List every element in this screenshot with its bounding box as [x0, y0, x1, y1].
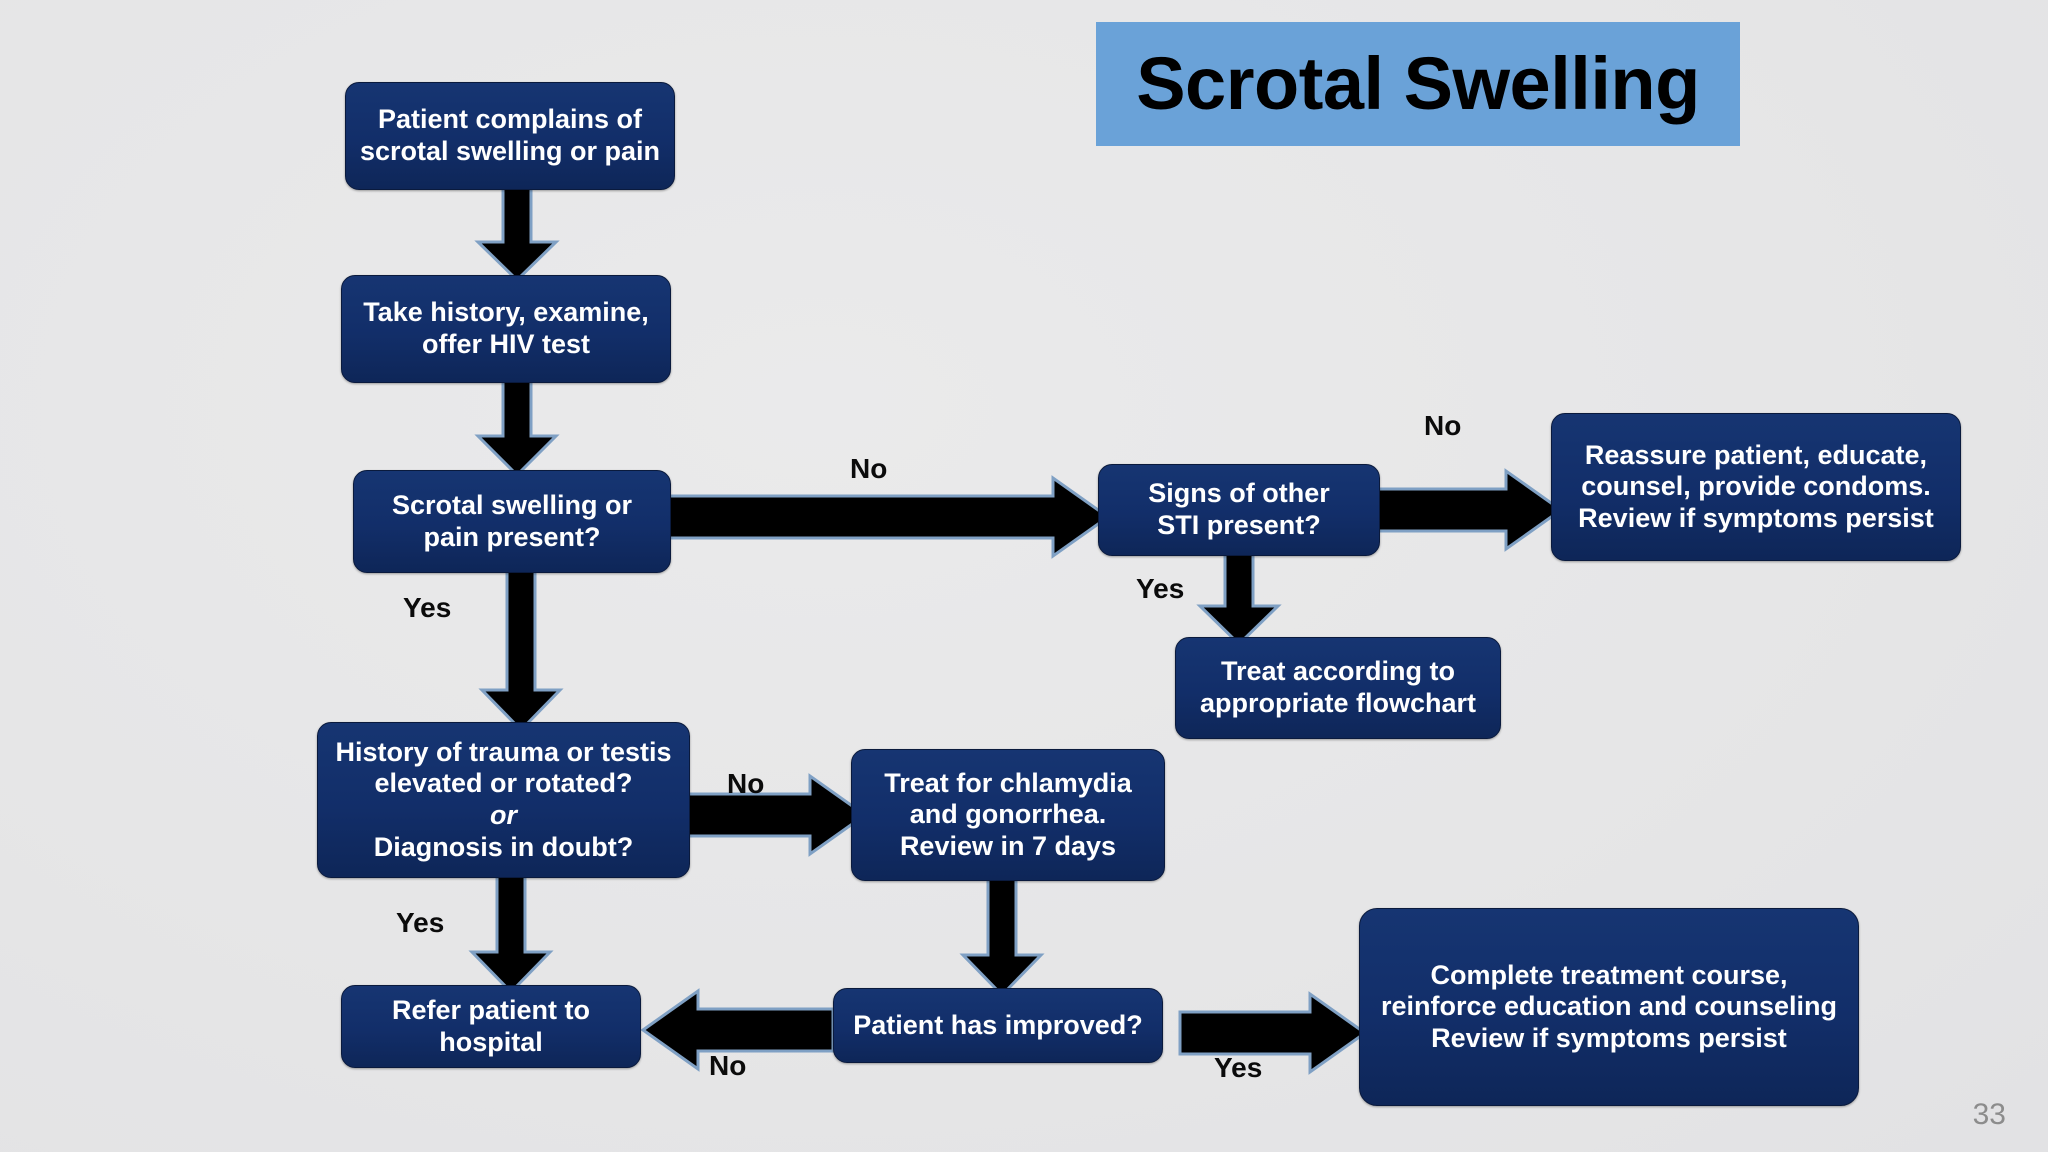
node-refer-hospital-line1: Refer patient to	[391, 994, 591, 1025]
edge-label-trauma-no: No	[727, 768, 765, 799]
slide-number: 33	[1972, 1098, 2006, 1131]
node-sti-signs: Signs of other STI present?	[1098, 464, 1380, 556]
node-treat-chlamydia-line3: Review in 7 days	[899, 830, 1117, 861]
node-swelling-present-line2: pain present?	[423, 521, 601, 552]
node-treat-flowchart-line1: Treat according to	[1220, 656, 1456, 687]
node-complete-treatment-line2: reinforce education and counseling	[1380, 991, 1838, 1022]
arrow-swelling-no-to-sti	[666, 475, 1111, 559]
node-treat-chlamydia-line1: Treat for chlamydia	[884, 767, 1132, 798]
node-treat-chlamydia: Treat for chlamydia and gonorrhea. Revie…	[851, 749, 1165, 881]
edge-label-swelling-no: No	[850, 453, 888, 484]
node-sti-signs-line1: Signs of other	[1148, 478, 1330, 509]
node-take-history: Take history, examine, offer HIV test	[341, 275, 671, 383]
arrow-chlamydia-to-improved	[959, 875, 1045, 998]
edge-label-improved-no: No	[709, 1050, 747, 1081]
node-refer-hospital-line2: hospital	[439, 1026, 543, 1057]
node-reassure-patient-line3: Review if symptoms persist	[1578, 502, 1934, 533]
node-complete-treatment-line3: Review if symptoms persist	[1431, 1022, 1787, 1053]
edge-label-swelling-yes: Yes	[403, 592, 452, 623]
node-patient-improved: Patient has improved?	[833, 988, 1163, 1063]
node-swelling-present: Scrotal swelling or pain present?	[353, 470, 671, 573]
node-complete-treatment-line1: Complete treatment course,	[1430, 959, 1788, 990]
arrow-trauma-yes-to-refer	[468, 872, 554, 995]
node-swelling-present-line1: Scrotal swelling or	[391, 489, 633, 520]
arrow-history-to-swelling	[474, 377, 560, 478]
node-history-trauma: History of trauma or testis elevated or …	[317, 722, 690, 878]
arrow-swelling-yes-to-trauma	[478, 566, 564, 733]
node-patient-complains-line2: scrotal swelling or pain	[359, 136, 661, 166]
node-treat-flowchart: Treat according to appropriate flowchart	[1175, 637, 1501, 739]
node-reassure-patient: Reassure patient, educate, counsel, prov…	[1551, 413, 1961, 561]
title-banner: Scrotal Swelling	[1096, 22, 1740, 146]
edge-label-improved-yes: Yes	[1214, 1052, 1263, 1083]
node-patient-improved-line1: Patient has improved?	[853, 1009, 1143, 1040]
node-sti-signs-line2: STI present?	[1157, 510, 1321, 540]
node-take-history-line2: offer HIV test	[421, 329, 591, 359]
arrow-improved-yes-to-complete	[1178, 991, 1368, 1075]
node-treat-flowchart-line2: appropriate flowchart	[1199, 688, 1477, 718]
node-complete-treatment: Complete treatment course, reinforce edu…	[1359, 908, 1859, 1106]
page-title: Scrotal Swelling	[1136, 42, 1700, 125]
arrow-sti-no-to-reassure	[1374, 468, 1564, 552]
node-history-trauma-line1: History of trauma or testis	[335, 736, 672, 767]
node-refer-hospital: Refer patient to hospital	[341, 985, 641, 1068]
node-patient-complains-line1: Patient complains of	[377, 104, 643, 135]
edge-label-sti-yes: Yes	[1136, 573, 1185, 604]
edge-label-trauma-yes: Yes	[396, 907, 445, 938]
node-reassure-patient-line1: Reassure patient, educate,	[1584, 439, 1928, 470]
node-take-history-line1: Take history, examine,	[363, 297, 649, 328]
edge-label-sti-no: No	[1424, 410, 1462, 441]
node-history-trauma-line2: elevated or rotated?	[374, 768, 633, 799]
arrow-sti-yes-to-treat-flowchart	[1196, 550, 1282, 647]
arrow-complains-to-history	[474, 184, 560, 283]
node-patient-complains: Patient complains of scrotal swelling or…	[345, 82, 675, 190]
node-reassure-patient-line2: counsel, provide condoms.	[1581, 471, 1931, 502]
node-history-trauma-line4: Diagnosis in doubt?	[373, 831, 634, 862]
node-history-trauma-line3: or	[490, 800, 517, 830]
node-treat-chlamydia-line2: and gonorrhea.	[909, 799, 1107, 830]
arrow-trauma-no-to-chlamydia	[686, 773, 868, 857]
